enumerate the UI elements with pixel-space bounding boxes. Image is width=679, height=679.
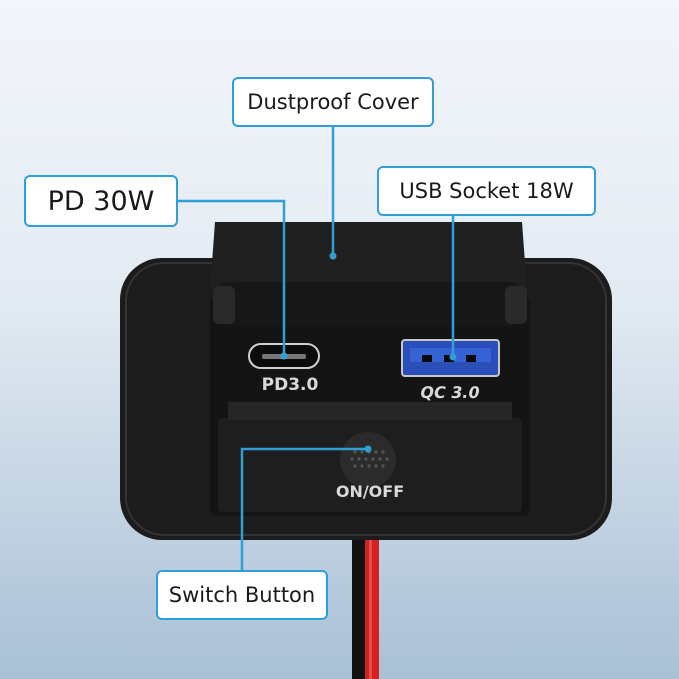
usb-socket-callout: USB Socket 18W bbox=[377, 166, 596, 216]
switch-leader-line bbox=[240, 447, 368, 570]
pd-port-label: PD3.0 bbox=[261, 375, 319, 395]
pd-leader-line bbox=[178, 199, 286, 356]
dustproof-cover-callout: Dustproof Cover bbox=[232, 77, 434, 127]
dustproof-cover bbox=[210, 222, 527, 290]
switch-label: ON/OFF bbox=[335, 482, 405, 501]
switch-button bbox=[340, 432, 396, 488]
switch-button-callout: Switch Button bbox=[156, 570, 328, 620]
pd-callout: PD 30W bbox=[24, 175, 178, 227]
qc-port-label: QC 3.0 bbox=[418, 383, 482, 402]
black-wire bbox=[352, 530, 366, 679]
